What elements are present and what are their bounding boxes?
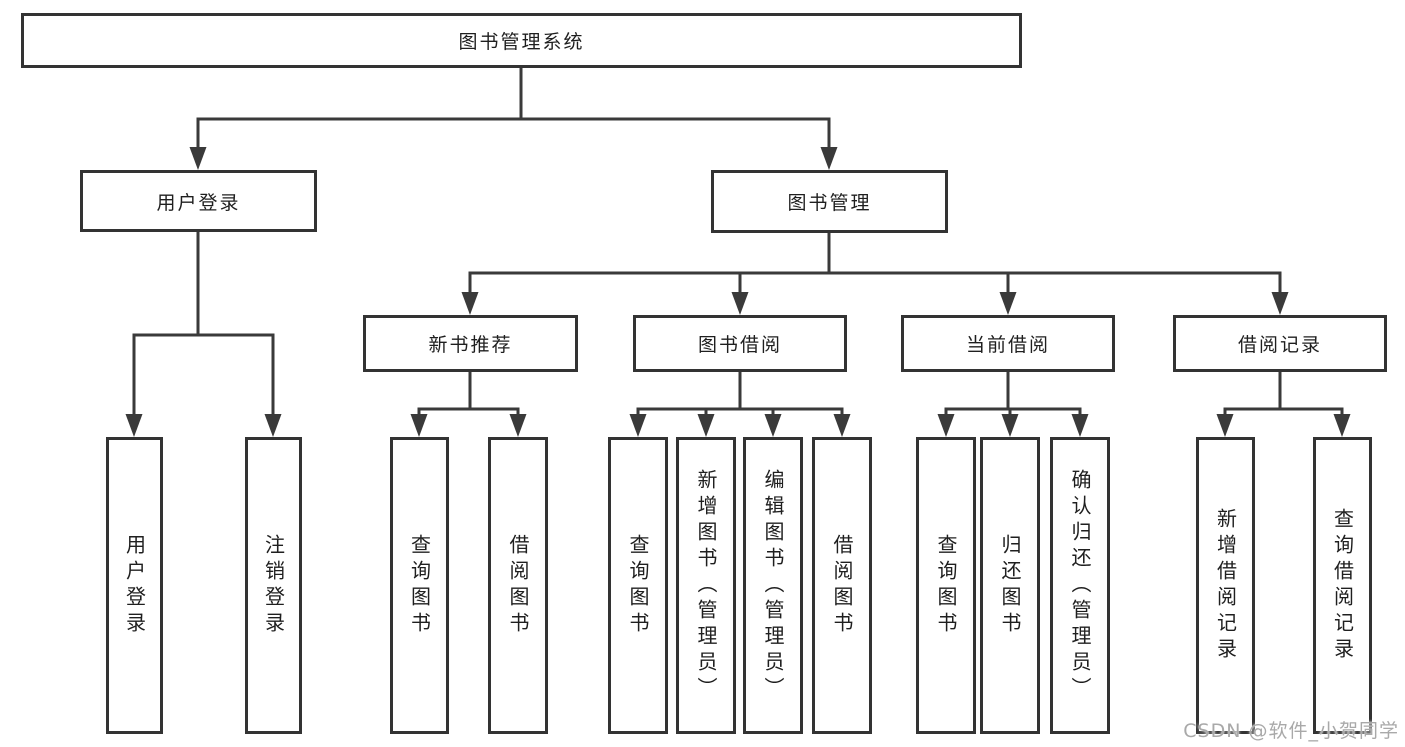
leaf-borrow-query-books: 查询图书 [608, 437, 668, 734]
leaf-borrow-edit-books-admin: 编辑图书（管理员） [743, 437, 803, 734]
node-root: 图书管理系统 [21, 13, 1022, 68]
leaf-current-query-books: 查询图书 [916, 437, 976, 734]
csdn-watermark: CSDN @软件_小贺同学 [1183, 720, 1399, 742]
leaf-borrow-borrow-books: 借阅图书 [812, 437, 872, 734]
leaf-records-add-record: 新增借阅记录 [1196, 437, 1255, 734]
leaf-current-return-books: 归还图书 [980, 437, 1040, 734]
node-borrow-records: 借阅记录 [1173, 315, 1387, 372]
leaf-borrow-add-books-admin: 新增图书（管理员） [676, 437, 736, 734]
leaf-user-login: 用户登录 [106, 437, 163, 734]
leaf-newbook-borrow-books: 借阅图书 [488, 437, 548, 734]
leaf-current-confirm-return-admin: 确认归还（管理员） [1050, 437, 1110, 734]
node-book-management: 图书管理 [711, 170, 948, 233]
node-new-book-recommend: 新书推荐 [363, 315, 578, 372]
node-book-borrow: 图书借阅 [633, 315, 847, 372]
node-current-borrow: 当前借阅 [901, 315, 1115, 372]
leaf-newbook-query-books: 查询图书 [390, 437, 449, 734]
leaf-logout: 注销登录 [245, 437, 302, 734]
leaf-records-query-record: 查询借阅记录 [1313, 437, 1372, 734]
node-user-login: 用户登录 [80, 170, 317, 232]
